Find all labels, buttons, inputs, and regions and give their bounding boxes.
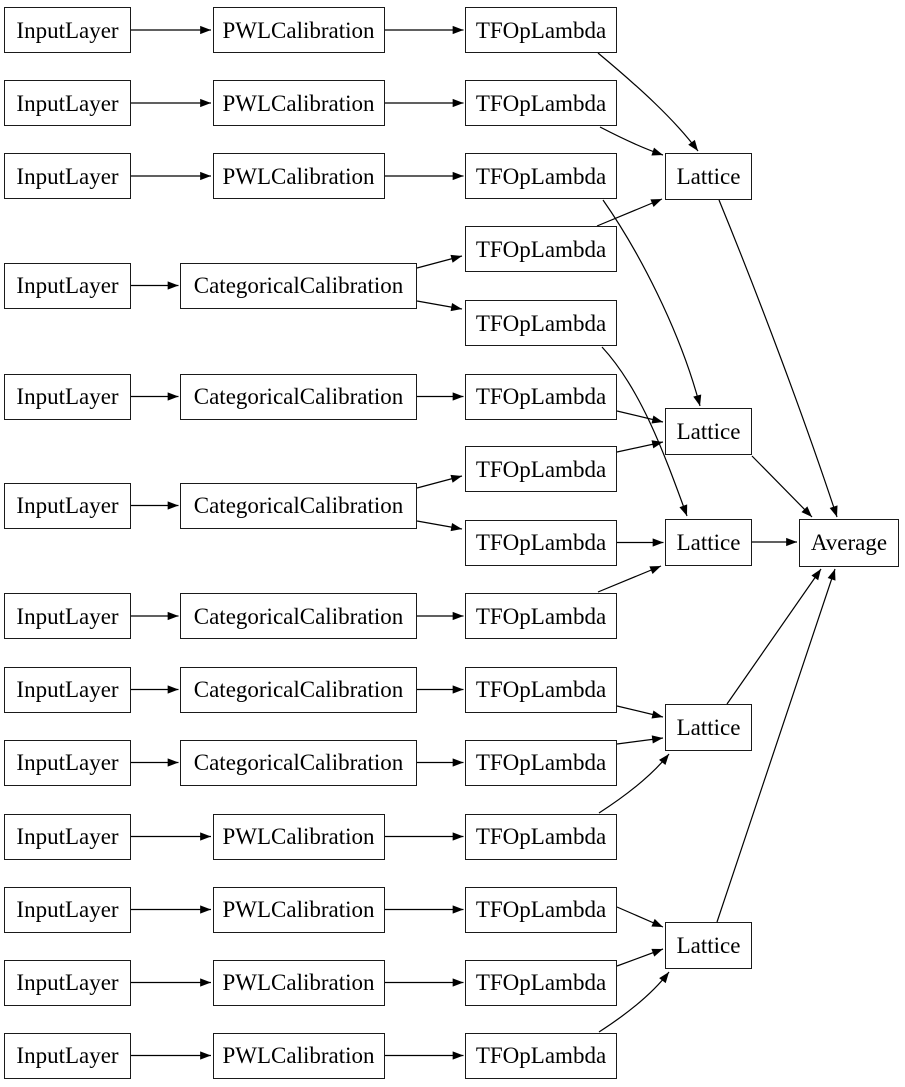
- edge-t3-l2: [602, 199, 702, 407]
- tfoplambda-node-t9: TFOpLambda: [465, 593, 617, 639]
- inputlayer-node-i13: InputLayer: [4, 1032, 131, 1079]
- edge-l4-avg: [726, 568, 822, 705]
- inputlayer-node-i5: InputLayer: [4, 373, 131, 420]
- inputlayer-node-i8: InputLayer: [4, 666, 131, 713]
- tfoplambda-node-t6: TFOpLambda: [465, 373, 617, 420]
- categoricalcalibration-node-c6: CategoricalCalibration: [180, 482, 417, 529]
- edge-t11-l4: [616, 735, 664, 745]
- edge-l2-avg: [751, 455, 813, 518]
- edge-t6-l2: [616, 410, 664, 424]
- tfoplambda-node-t10: TFOpLambda: [465, 666, 617, 713]
- pwlcalibration-node-c10: PWLCalibration: [212, 813, 385, 860]
- inputlayer-node-i12: InputLayer: [4, 959, 131, 1006]
- inputlayer-node-i6: InputLayer: [4, 482, 131, 529]
- inputlayer-node-i11: InputLayer: [4, 886, 131, 933]
- categoricalcalibration-node-c9: CategoricalCalibration: [180, 739, 417, 786]
- tfoplambda-node-t5: TFOpLambda: [465, 300, 617, 346]
- edge-t4-l1: [596, 198, 663, 227]
- edge-t12-l4: [598, 753, 670, 814]
- tfoplambda-node-t14: TFOpLambda: [465, 959, 617, 1006]
- tfoplambda-node-t1: TFOpLambda: [465, 7, 617, 53]
- categoricalcalibration-node-c8: CategoricalCalibration: [180, 666, 417, 713]
- lattice-node-l3: Lattice: [665, 519, 752, 566]
- edge-l5-avg: [716, 568, 836, 923]
- edge-t14-l5: [616, 948, 664, 967]
- edge-c6-t7: [416, 474, 463, 489]
- pwlcalibration-node-c1: PWLCalibration: [212, 7, 385, 53]
- average-node-avg: Average: [799, 518, 899, 567]
- lattice-node-l2: Lattice: [665, 408, 752, 455]
- tfoplambda-node-t3: TFOpLambda: [465, 153, 617, 199]
- edge-t2-l1: [599, 126, 664, 156]
- pwlcalibration-node-c3: PWLCalibration: [212, 153, 385, 199]
- edge-t5-l3: [601, 346, 688, 517]
- lattice-node-l4: Lattice: [665, 704, 752, 751]
- edge-t9-l3: [597, 565, 662, 593]
- lattice-node-l5: Lattice: [665, 921, 752, 969]
- edge-c4-t4: [416, 254, 463, 269]
- edge-t15-l5: [598, 971, 670, 1033]
- pwlcalibration-node-c13: PWLCalibration: [212, 1032, 385, 1079]
- lattice-node-l1: Lattice: [665, 153, 752, 200]
- inputlayer-node-i3: InputLayer: [4, 153, 131, 199]
- inputlayer-node-i4: InputLayer: [4, 262, 131, 309]
- edge-t13-l5: [616, 906, 664, 928]
- tfoplambda-node-t7: TFOpLambda: [465, 446, 617, 492]
- inputlayer-node-i10: InputLayer: [4, 813, 131, 860]
- categoricalcalibration-node-c4: CategoricalCalibration: [180, 262, 417, 309]
- inputlayer-node-i2: InputLayer: [4, 80, 131, 126]
- inputlayer-node-i1: InputLayer: [4, 7, 131, 53]
- pwlcalibration-node-c11: PWLCalibration: [212, 886, 385, 933]
- edge-t10-l4: [616, 705, 664, 719]
- tfoplambda-node-t2: TFOpLambda: [465, 80, 617, 126]
- tfoplambda-node-t4: TFOpLambda: [465, 226, 617, 272]
- tfoplambda-node-t12: TFOpLambda: [465, 813, 617, 860]
- tfoplambda-node-t15: TFOpLambda: [465, 1032, 617, 1079]
- inputlayer-node-i9: InputLayer: [4, 739, 131, 786]
- tfoplambda-node-t8: TFOpLambda: [465, 519, 617, 566]
- edge-t7-l2: [616, 440, 664, 453]
- tfoplambda-node-t13: TFOpLambda: [465, 886, 617, 933]
- edge-t1-l1: [597, 52, 699, 152]
- edge-c6-t8: [416, 520, 463, 532]
- pwlcalibration-node-c2: PWLCalibration: [212, 80, 385, 126]
- tfoplambda-node-t11: TFOpLambda: [465, 739, 617, 786]
- inputlayer-node-i7: InputLayer: [4, 593, 131, 639]
- categoricalcalibration-node-c5: CategoricalCalibration: [180, 373, 417, 420]
- edge-l1-avg: [718, 199, 838, 518]
- categoricalcalibration-node-c7: CategoricalCalibration: [180, 593, 417, 639]
- edge-c4-t5: [416, 300, 463, 312]
- pwlcalibration-node-c12: PWLCalibration: [212, 959, 385, 1006]
